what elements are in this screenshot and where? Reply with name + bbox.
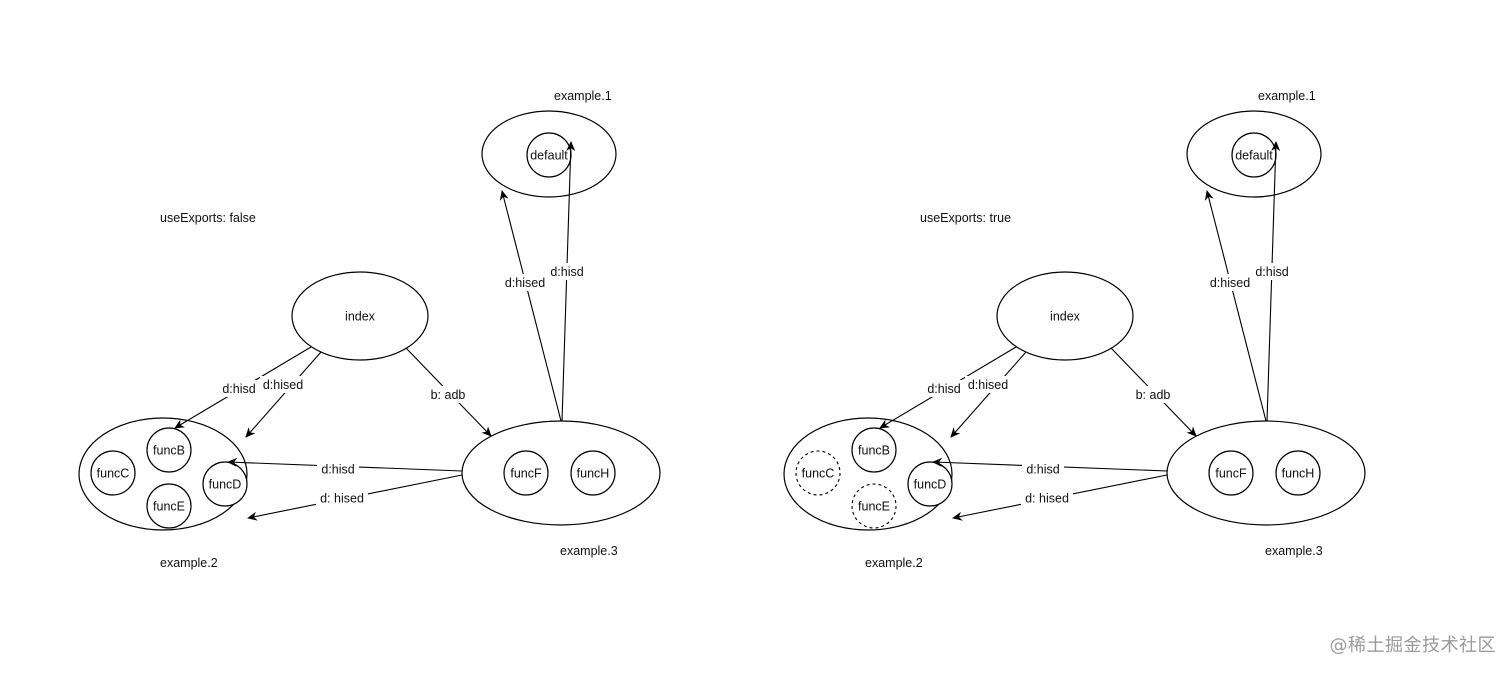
edge-index-example2[interactable] [245,351,322,438]
edge-label-index-funcB: d:hisd [222,382,255,396]
funcH-node[interactable] [570,450,616,496]
default-export-label: default [530,149,568,163]
funcD-label: funcD [209,478,242,492]
index-module[interactable] [291,271,429,361]
edge-label-example3-funcD: d:hisd [321,463,354,477]
funcH-label: funcH [577,467,610,481]
edge-example3-default[interactable] [1266,141,1281,422]
example2-module[interactable] [78,417,248,531]
edge-example3-example1[interactable] [1204,190,1267,422]
edge-label-example3-funcD: d:hisd [1026,463,1059,477]
example3-caption: example.3 [560,544,618,558]
funcD-node[interactable] [907,461,953,507]
funcC-node-unused[interactable] [795,450,841,496]
example2-module[interactable] [783,417,953,531]
funcH-label: funcH [1282,467,1315,481]
edge-index-example2[interactable] [950,351,1027,438]
funcF-label: funcF [510,467,542,481]
funcE-node-unused[interactable] [851,483,897,529]
edge-label-index-example3: b: adb [431,388,466,402]
panel-left: useExports: false example.1 default inde… [78,89,661,570]
index-label: index [345,310,376,324]
edge-label-index-example3: b: adb [1136,388,1171,402]
edge-label-index-funcB: d:hisd [927,382,960,396]
funcC-label: funcC [97,467,130,481]
default-export-label: default [1235,149,1273,163]
edge-example3-default[interactable] [561,141,576,422]
edge-label-example3-example2: d: hised [1025,492,1069,506]
panel-right: useExports: true example.1 default index… [783,89,1366,570]
example3-module[interactable] [461,420,661,526]
watermark-text: @稀土掘金技术社区 [1329,635,1496,656]
mode-label: useExports: true [920,211,1011,225]
funcF-node[interactable] [1208,450,1254,496]
edge-label-example3-example2: d: hised [320,492,364,506]
index-label: index [1050,310,1081,324]
funcF-label: funcF [1215,467,1247,481]
funcE-label: funcE [153,500,185,514]
index-module[interactable] [996,271,1134,361]
funcD-label: funcD [914,478,947,492]
funcB-node[interactable] [851,427,897,473]
edge-example3-example1[interactable] [499,190,562,422]
edge-label-example3-example1: d:hised [505,276,545,290]
example1-caption: example.1 [554,89,612,103]
example1-caption: example.1 [1258,89,1316,103]
funcC-node[interactable] [90,450,136,496]
funcE-node[interactable] [146,483,192,529]
funcB-label: funcB [858,444,890,458]
edge-label-example3-default: d:hisd [550,265,583,279]
funcB-label: funcB [153,444,185,458]
edge-label-index-example2: d:hised [263,378,303,392]
edge-label-example3-default: d:hisd [1255,265,1288,279]
edge-label-index-example2: d:hised [968,378,1008,392]
funcF-node[interactable] [503,450,549,496]
edge-label-example3-example1: d:hised [1210,276,1250,290]
funcC-label: funcC [802,467,835,481]
funcD-node[interactable] [202,461,248,507]
funcE-label: funcE [858,500,890,514]
example3-module[interactable] [1166,420,1366,526]
example2-caption: example.2 [865,556,923,570]
funcH-node[interactable] [1275,450,1321,496]
example2-caption: example.2 [160,556,218,570]
example3-caption: example.3 [1265,544,1323,558]
funcB-node[interactable] [146,427,192,473]
mode-label: useExports: false [160,211,256,225]
